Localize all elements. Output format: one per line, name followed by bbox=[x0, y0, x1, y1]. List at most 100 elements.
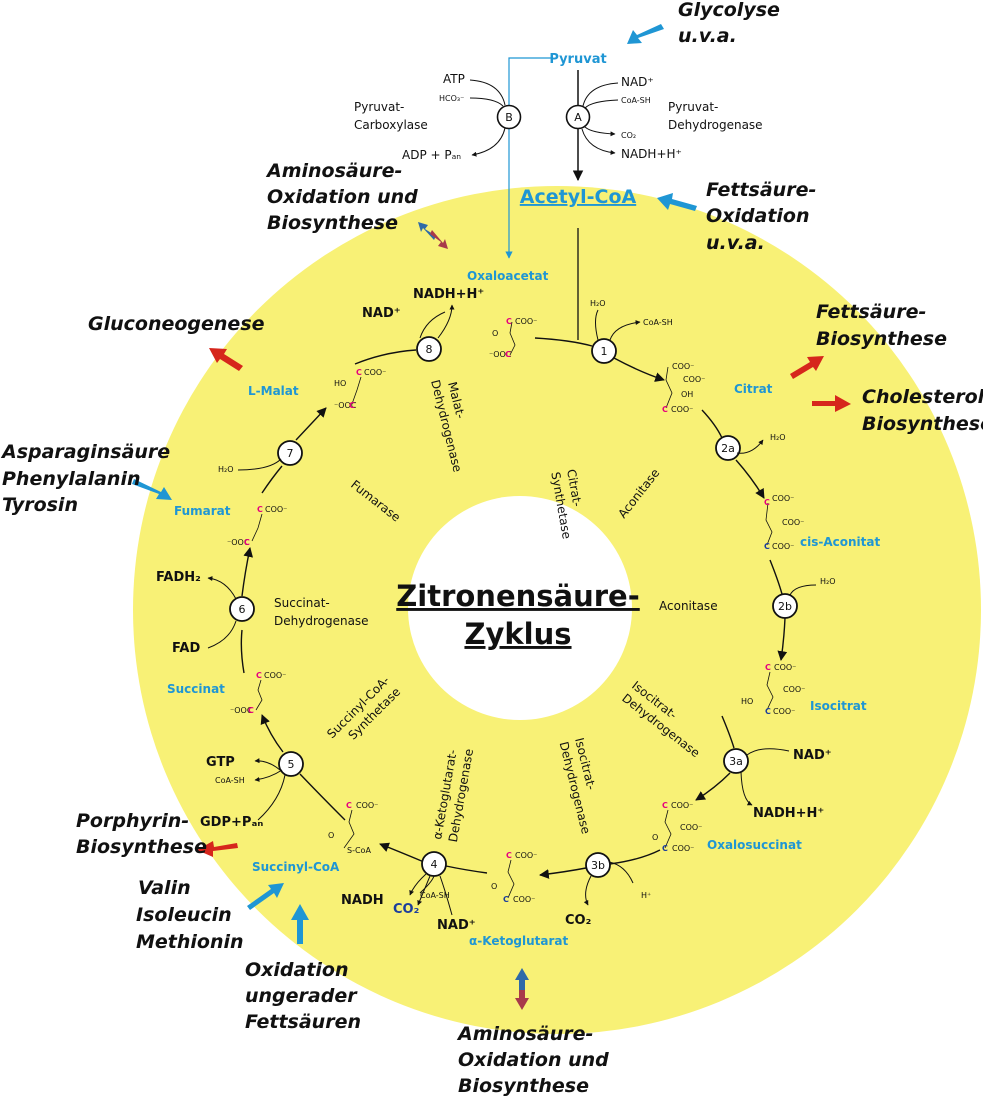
svg-text:COO⁻: COO⁻ bbox=[356, 801, 378, 810]
svg-text:C: C bbox=[765, 707, 771, 716]
h2o-1: H₂O bbox=[590, 299, 606, 308]
fumarat-label: Fumarat bbox=[174, 504, 231, 518]
step-8-label: 8 bbox=[426, 343, 433, 356]
step-1-circle bbox=[591, 338, 617, 364]
oxalosuccinat-label: Oxalosuccinat bbox=[707, 838, 802, 852]
cycle-arrows bbox=[240, 337, 788, 879]
co2-3b: CO₂ bbox=[565, 913, 591, 928]
fad: FAD bbox=[172, 641, 200, 656]
adp-curve bbox=[471, 127, 506, 157]
nadh-4: NADH bbox=[341, 893, 384, 908]
svg-text:C: C bbox=[248, 706, 254, 715]
step-circles: 1 2a 2b 3a 3b 4 5 6 7 8 bbox=[229, 336, 798, 878]
asp-arrow bbox=[132, 479, 172, 500]
nad-4: NAD⁺ bbox=[437, 918, 476, 933]
oxaloacetat-label: Oxaloacetat bbox=[467, 269, 549, 283]
svg-text:C: C bbox=[505, 350, 511, 359]
h2o-7: H₂O bbox=[218, 465, 234, 474]
pdh-line2: Dehydrogenase bbox=[668, 118, 763, 132]
step-5-label: 5 bbox=[288, 758, 295, 771]
hco3-curve bbox=[469, 97, 504, 107]
pyruvat-label: Pyruvat bbox=[549, 52, 606, 67]
svg-text:COO⁻: COO⁻ bbox=[774, 663, 796, 672]
svg-text:COO⁻: COO⁻ bbox=[265, 505, 287, 514]
pdh-line1: Pyruvat- bbox=[668, 100, 718, 114]
svg-text:HO: HO bbox=[334, 379, 346, 388]
svg-text:COO⁻: COO⁻ bbox=[672, 844, 694, 853]
svg-text:C: C bbox=[662, 844, 668, 853]
cholesterol-arrow bbox=[812, 395, 851, 412]
cholesterol-label: Cholesterol-Biosynthese bbox=[862, 386, 983, 435]
svg-text:COO⁻: COO⁻ bbox=[515, 851, 537, 860]
atp-curve bbox=[469, 79, 506, 106]
nadh-top-label: NADH+H⁺ bbox=[621, 147, 682, 161]
step-8-circle bbox=[416, 336, 442, 362]
svg-text:COO⁻: COO⁻ bbox=[772, 494, 794, 503]
aa-top-arrow-down bbox=[430, 230, 448, 249]
nadh-top-curve bbox=[581, 128, 616, 155]
cofactor-labels: H₂O CoA-SH H₂O H₂O NAD⁺ NADH+H⁺ H⁺ CO₂ N… bbox=[156, 287, 836, 933]
aa-bottom-arrow-down bbox=[515, 990, 529, 1010]
svg-text:C: C bbox=[764, 498, 770, 507]
svg-text:COO⁻: COO⁻ bbox=[671, 405, 693, 414]
svg-text:C: C bbox=[256, 671, 262, 680]
acetyl-coa-label: Acetyl-CoA bbox=[520, 186, 637, 208]
svg-text:⁻OOC: ⁻OOC bbox=[334, 401, 357, 410]
svg-text:COO⁻: COO⁻ bbox=[772, 542, 794, 551]
svg-text:O: O bbox=[491, 882, 497, 891]
svg-text:COO⁻: COO⁻ bbox=[264, 671, 286, 680]
fadh2: FADH₂ bbox=[156, 570, 201, 585]
svg-text:COO⁻: COO⁻ bbox=[683, 375, 705, 384]
step-3a-label: 3a bbox=[729, 755, 743, 768]
svg-text:COO⁻: COO⁻ bbox=[364, 368, 386, 377]
aa-top-arrow-up bbox=[418, 222, 436, 240]
fa-biosynthese-arrow bbox=[790, 356, 824, 379]
succinyl-coa-label: Succinyl-CoA bbox=[252, 860, 340, 874]
svg-text:C: C bbox=[349, 401, 355, 410]
svg-text:COO⁻: COO⁻ bbox=[671, 801, 693, 810]
coash-1: CoA-SH bbox=[643, 318, 673, 327]
fa-biosynthese-label: Fettsäure-Biosynthese bbox=[816, 301, 947, 350]
aconitase-2: Aconitase bbox=[659, 599, 718, 613]
adp-label: ADP + Pₐₙ bbox=[402, 148, 461, 162]
svg-text:O: O bbox=[652, 833, 658, 842]
step-2a-circle bbox=[715, 435, 741, 461]
atp-label: ATP bbox=[443, 72, 465, 86]
step-3b-label: 3b bbox=[591, 859, 605, 872]
carboxylase-line1: Pyruvat- bbox=[354, 100, 404, 114]
hco3-label: HCO₃⁻ bbox=[439, 94, 464, 103]
svg-text:O: O bbox=[492, 329, 498, 338]
svg-text:C: C bbox=[503, 895, 509, 904]
svg-text:C: C bbox=[764, 542, 770, 551]
fa-oxidation-arrow bbox=[657, 193, 697, 211]
step-3a-circle bbox=[723, 748, 749, 774]
co2-4: CO₂ bbox=[393, 902, 419, 917]
gdp: GDP+Pₐₙ bbox=[200, 815, 263, 830]
svg-text:C: C bbox=[244, 538, 250, 547]
valin-arrow bbox=[247, 883, 284, 910]
step-6-circle bbox=[229, 596, 255, 622]
h-3b: H⁺ bbox=[641, 891, 651, 900]
step-7-circle bbox=[277, 440, 303, 466]
svg-text:COO⁻: COO⁻ bbox=[782, 518, 804, 527]
svg-text:COO⁻: COO⁻ bbox=[513, 895, 535, 904]
svg-text:COO⁻: COO⁻ bbox=[783, 685, 805, 694]
coash-5: CoA-SH bbox=[215, 776, 245, 785]
l-malat-label: L-Malat bbox=[248, 384, 299, 398]
step-6-label: 6 bbox=[239, 603, 246, 616]
metabolite-labels: Oxaloacetat Citrat cis-Aconitat Isocitra… bbox=[167, 269, 880, 948]
step-2a-label: 2a bbox=[721, 442, 735, 455]
step-2b-circle bbox=[772, 593, 798, 619]
svg-text:OH: OH bbox=[681, 390, 693, 399]
step-b-label: B bbox=[505, 111, 513, 124]
step-a-label: A bbox=[574, 111, 582, 124]
nadh-8: NADH+H⁺ bbox=[413, 287, 484, 302]
coash-top-label: CoA-SH bbox=[621, 96, 651, 105]
svg-text:C: C bbox=[506, 851, 512, 860]
nadh-3a: NADH+H⁺ bbox=[753, 806, 824, 821]
nad-top-label: NAD⁺ bbox=[621, 75, 654, 89]
pyruvat-to-oxaloacetat-line bbox=[505, 57, 553, 259]
